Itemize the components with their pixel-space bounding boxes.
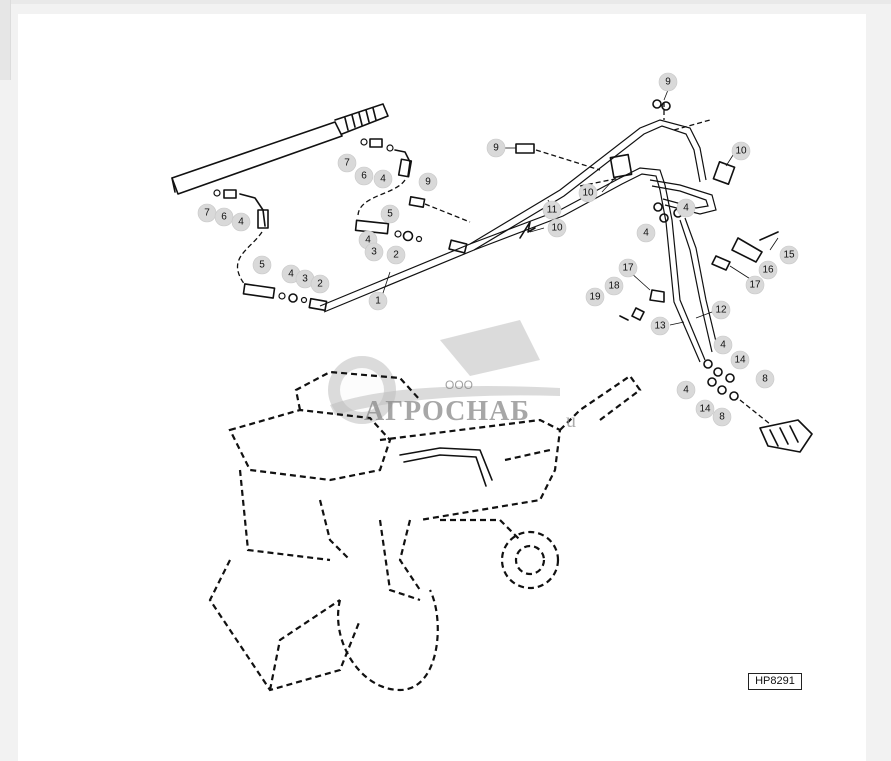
svg-text:7: 7 [344, 158, 350, 169]
hydraulic-cylinder [171, 103, 389, 195]
leader-lines [381, 89, 779, 326]
svg-text:16: 16 [762, 265, 774, 276]
svg-text:3: 3 [302, 274, 308, 285]
callout-13: 13 [650, 316, 670, 336]
window-top-strip [0, 0, 891, 4]
callout-10-mid: 10 [578, 183, 598, 203]
callout-10-lower: 10 [547, 218, 567, 238]
svg-text:13: 13 [654, 321, 666, 332]
watermark-tail: u [566, 410, 576, 432]
right-fittings [619, 202, 813, 453]
callout-1: 1 [368, 291, 388, 311]
svg-text:2: 2 [393, 250, 399, 261]
svg-text:7: 7 [204, 208, 210, 219]
svg-text:10: 10 [735, 146, 747, 157]
callout-9-left: 9 [418, 172, 438, 192]
svg-text:8: 8 [762, 374, 768, 385]
callout-3-mid: 3 [364, 242, 384, 262]
watermark-prefix: ООО [445, 378, 474, 392]
svg-text:9: 9 [665, 77, 671, 88]
callout-2-mid: 2 [386, 245, 406, 265]
svg-text:6: 6 [361, 171, 367, 182]
callout-6-upper: 6 [354, 166, 374, 186]
svg-text:9: 9 [493, 143, 499, 154]
svg-text:18: 18 [608, 281, 620, 292]
svg-text:4: 4 [720, 340, 726, 351]
svg-text:5: 5 [387, 209, 393, 220]
svg-text:4: 4 [380, 174, 386, 185]
callout-12: 12 [711, 300, 731, 320]
svg-text:6: 6 [221, 212, 227, 223]
callout-5-left: 5 [252, 255, 272, 275]
callout-19: 19 [585, 287, 605, 307]
callout-4-low-a: 4 [713, 335, 733, 355]
callout-14-a: 14 [730, 350, 750, 370]
watermark-company-name: АГРОСНАБ [364, 396, 530, 427]
callout-6-left: 6 [214, 207, 234, 227]
callout-15: 15 [779, 245, 799, 265]
callout-8-a: 8 [755, 369, 775, 389]
svg-text:3: 3 [371, 247, 377, 258]
main-pipe [319, 99, 736, 363]
callout-7-left: 7 [197, 203, 217, 223]
svg-text:4: 4 [643, 228, 649, 239]
svg-text:4: 4 [288, 269, 294, 280]
svg-text:4: 4 [683, 203, 689, 214]
svg-text:10: 10 [551, 223, 563, 234]
svg-text:14: 14 [699, 404, 711, 415]
callout-18: 18 [604, 276, 624, 296]
svg-text:4: 4 [683, 385, 689, 396]
callout-4-right-b: 4 [676, 198, 696, 218]
svg-text:8: 8 [719, 412, 725, 423]
callout-4-right-a: 4 [636, 223, 656, 243]
callout-4-low-b: 4 [676, 380, 696, 400]
callout-11: 11 [542, 200, 562, 220]
svg-text:19: 19 [589, 292, 601, 303]
svg-text:11: 11 [547, 205, 558, 216]
callout-17-right: 17 [745, 275, 765, 295]
svg-text:15: 15 [783, 250, 795, 261]
svg-text:9: 9 [425, 177, 431, 188]
svg-text:12: 12 [715, 305, 727, 316]
callout-5-mid: 5 [380, 204, 400, 224]
svg-text:10: 10 [582, 188, 594, 199]
callout-16: 16 [758, 260, 778, 280]
combine-harvester-outline [208, 370, 642, 692]
callout-10-right: 10 [731, 141, 751, 161]
svg-text:1: 1 [375, 296, 381, 307]
callout-8-b: 8 [712, 407, 732, 427]
callout-9-top: 9 [658, 72, 678, 92]
callout-9-mid: 9 [486, 138, 506, 158]
svg-text:2: 2 [317, 279, 323, 290]
svg-text:4: 4 [238, 217, 244, 228]
callout-2-lower: 2 [310, 274, 330, 294]
callout-14-b: 14 [695, 399, 715, 419]
svg-text:17: 17 [622, 263, 634, 274]
svg-text:5: 5 [259, 260, 265, 271]
reference-code-label: HP8291 [748, 673, 802, 690]
svg-text:4: 4 [365, 235, 371, 246]
callout-7-upper: 7 [337, 153, 357, 173]
callout-17-left: 17 [618, 258, 638, 278]
svg-text:14: 14 [734, 355, 746, 366]
left-side-strip [0, 0, 11, 80]
callout-4-upper: 4 [373, 169, 393, 189]
callout-4-left: 4 [231, 212, 251, 232]
svg-text:17: 17 [749, 280, 761, 291]
